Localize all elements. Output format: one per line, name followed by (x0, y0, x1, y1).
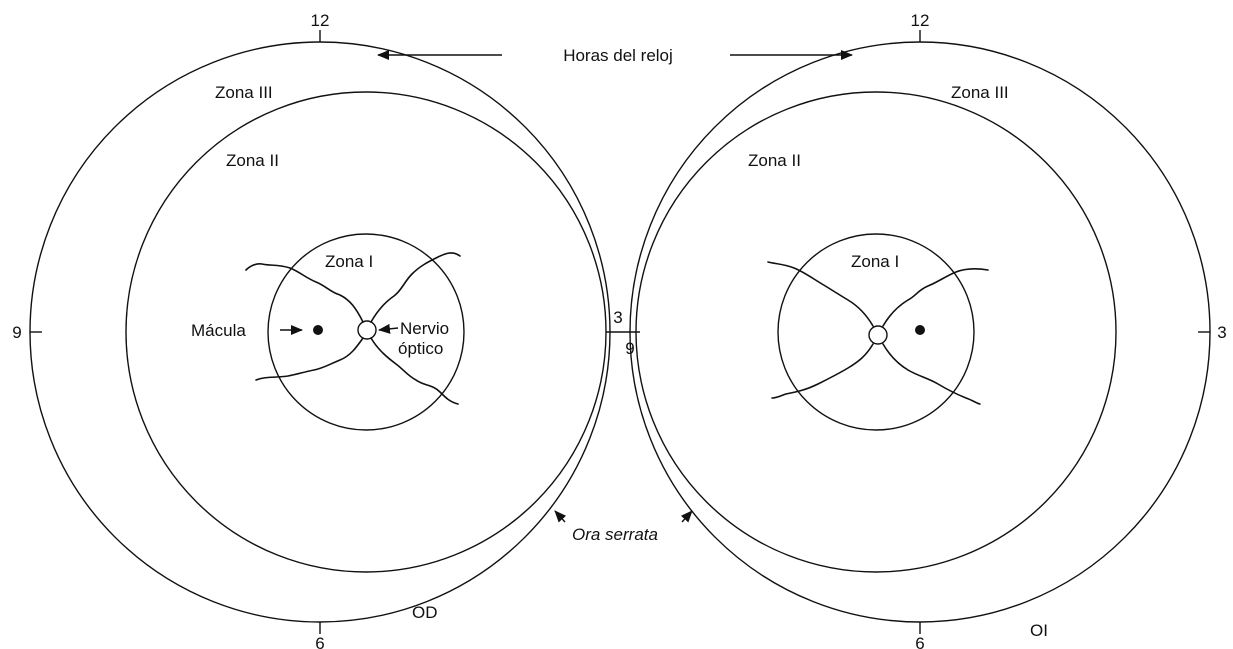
od-vessel-lower-right (370, 337, 459, 405)
oi-vessel-lower-left (771, 343, 874, 399)
right-eye-od: 12 9 3 6 Zona III Zona II Zona I OD Mácu… (12, 11, 640, 649)
left-eye-oi: 12 3 9 6 Zona III Zona II Zona I OI (625, 11, 1226, 649)
od-zone1-label: Zona I (325, 252, 373, 271)
oi-clock-6: 6 (915, 634, 924, 649)
od-clock-3: 3 (613, 308, 622, 327)
od-optic-disc (357, 320, 377, 340)
od-optic-label-2: óptico (398, 339, 443, 358)
ora-serrata-arrow-right (680, 510, 693, 523)
od-vessel-lower-left (255, 337, 364, 381)
ora-serrata-arrow-left (554, 510, 567, 523)
oi-optic-disc (868, 325, 888, 345)
oi-zone1-circle (777, 233, 975, 431)
od-zone1-circle (267, 233, 465, 431)
oi-eye-label: OI (1030, 621, 1048, 640)
oi-zone2-circle (635, 91, 1117, 573)
oi-macula-dot (915, 325, 925, 335)
od-macula-label: Mácula (191, 321, 246, 340)
od-clock-9: 9 (12, 323, 21, 342)
od-zone3-label: Zona III (215, 83, 273, 102)
oi-vessel-upper-left (767, 261, 874, 327)
od-zone2-label: Zona II (226, 151, 279, 170)
ora-serrata-label: Ora serrata (572, 525, 658, 544)
oi-vessel-lower-right (882, 343, 981, 405)
oi-zone2-label: Zona II (748, 151, 801, 170)
od-clock-12: 12 (311, 11, 330, 30)
oi-zone3-label: Zona III (951, 83, 1009, 102)
od-optic-arrow (378, 323, 399, 334)
oi-clock-3: 3 (1217, 323, 1226, 342)
oi-zone1-label: Zona I (851, 252, 899, 271)
od-vessel-upper-right (370, 252, 461, 323)
clock-hours-label: Horas del reloj (563, 46, 673, 65)
od-eye-label: OD (412, 603, 438, 622)
oi-clock-9: 9 (625, 339, 634, 358)
od-clock-6: 6 (315, 634, 324, 649)
od-macula-dot (313, 325, 323, 335)
od-optic-label-1: Nervio (400, 319, 449, 338)
od-vessel-upper-left (245, 263, 364, 323)
oi-clock-12: 12 (911, 11, 930, 30)
oi-vessel-upper-right (882, 267, 989, 327)
